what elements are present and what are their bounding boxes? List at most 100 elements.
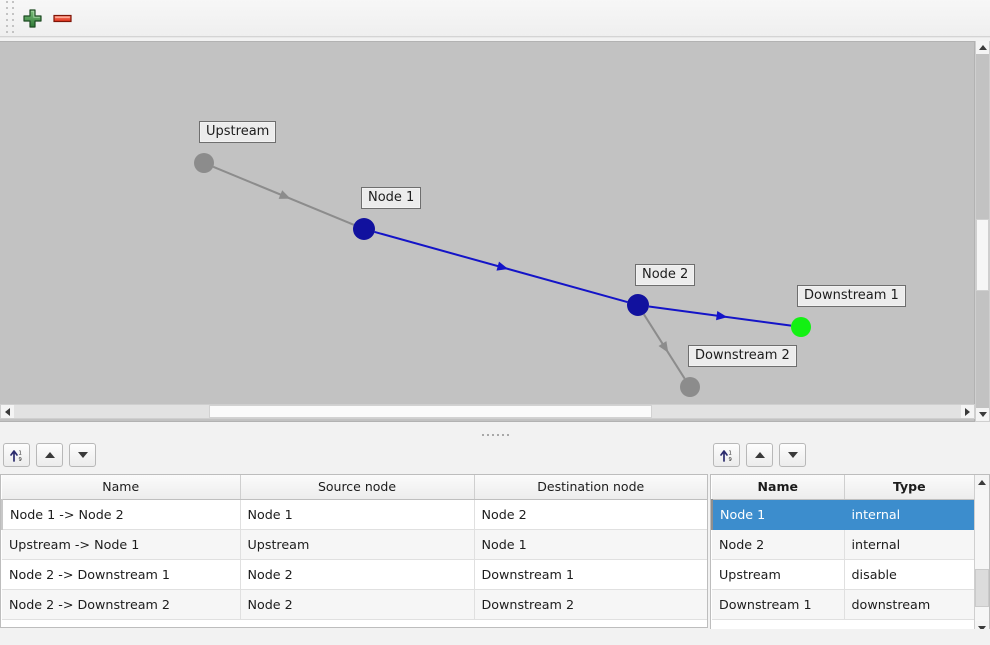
- edges-panel-toolbar: 1 9: [0, 440, 708, 470]
- canvas-hscroll-thumb[interactable]: [209, 405, 652, 418]
- nodes-scroll-up-button[interactable]: [975, 475, 989, 489]
- graph-node-node1[interactable]: [353, 218, 375, 240]
- canvas-hscroll-track[interactable]: [14, 405, 961, 418]
- nodes-move-down-button[interactable]: [779, 443, 806, 467]
- nodes-move-up-button[interactable]: [746, 443, 773, 467]
- svg-text:1: 1: [729, 450, 732, 456]
- sort-ascending-icon: 1 9: [10, 449, 22, 463]
- canvas-vertical-scrollbar[interactable]: [975, 41, 990, 422]
- canvas-vscroll-thumb[interactable]: [976, 219, 989, 291]
- nodes-cell-type: internal: [844, 499, 974, 530]
- edges-move-down-button[interactable]: [69, 443, 96, 467]
- nodes-vscroll-track[interactable]: [975, 489, 989, 621]
- add-button[interactable]: [17, 3, 47, 33]
- nodes-cell-type: disable: [844, 559, 974, 590]
- triangle-down-icon: [77, 452, 88, 458]
- nodes-panel: 1 9 Name Type: [710, 440, 990, 645]
- graph-node-node2[interactable]: [627, 294, 649, 316]
- nodes-cell-type: internal: [844, 529, 974, 560]
- edges-cell-source: Node 2: [240, 589, 475, 620]
- graph-node-upstream[interactable]: [194, 153, 214, 173]
- edges-cell-destination: Node 1: [474, 529, 707, 560]
- nodes-panel-status-strip: [710, 629, 990, 645]
- graph-edge-arrowhead-node2-downstream1: [716, 311, 728, 321]
- nodes-column-header-name[interactable]: Name: [712, 475, 845, 500]
- edges-cell-destination: Downstream 2: [474, 589, 707, 620]
- triangle-right-icon: [965, 407, 970, 416]
- plus-icon: [22, 8, 42, 28]
- graph-node-label-upstream[interactable]: Upstream: [199, 121, 277, 143]
- graph-node-label-node2[interactable]: Node 2: [635, 264, 696, 286]
- edges-table-container: Name Source node Destination node Node 1…: [0, 474, 708, 628]
- triangle-down-icon: [978, 625, 986, 631]
- main-toolbar: [0, 0, 990, 37]
- nodes-table-header-row: Name Type: [712, 475, 974, 500]
- graph-node-layer: [194, 153, 811, 397]
- edges-column-header-destination[interactable]: Destination node: [474, 475, 707, 500]
- graph-node-label-downstream1[interactable]: Downstream 1: [797, 285, 906, 307]
- toolbar-drag-handle[interactable]: [3, 1, 17, 33]
- triangle-up-icon: [978, 45, 987, 50]
- edges-cell-destination: Node 2: [474, 499, 707, 530]
- canvas-scroll-left-button[interactable]: [1, 405, 14, 418]
- triangle-left-icon: [5, 407, 10, 416]
- graph-node-downstream2[interactable]: [680, 377, 700, 397]
- sort-ascending-icon: 1 9: [720, 449, 732, 463]
- svg-text:9: 9: [19, 457, 22, 463]
- edges-cell-name: Upstream -> Node 1: [2, 529, 241, 560]
- edges-cell-name: Node 2 -> Downstream 2: [2, 589, 241, 620]
- canvas-vscroll-track[interactable]: [976, 54, 989, 408]
- graph-node-downstream1[interactable]: [791, 317, 811, 337]
- edges-table: Name Source node Destination node Node 1…: [1, 475, 707, 620]
- edges-cell-name: Node 2 -> Downstream 1: [2, 559, 241, 590]
- triangle-up-icon: [754, 452, 765, 458]
- triangle-up-icon: [978, 479, 986, 485]
- nodes-vscroll-thumb[interactable]: [975, 569, 989, 607]
- graph-svg: [194, 153, 811, 397]
- graph-node-label-downstream2[interactable]: Downstream 2: [688, 345, 797, 367]
- edges-move-up-button[interactable]: [36, 443, 63, 467]
- triangle-down-icon: [787, 452, 798, 458]
- triangle-down-icon: [978, 412, 987, 417]
- edges-column-header-name[interactable]: Name: [2, 475, 241, 500]
- nodes-sort-button[interactable]: 1 9: [713, 443, 740, 467]
- nodes-vertical-scrollbar[interactable]: [974, 475, 989, 635]
- nodes-cell-name: Downstream 1: [712, 589, 845, 620]
- horizontal-splitter[interactable]: [0, 426, 990, 440]
- edges-column-header-source[interactable]: Source node: [240, 475, 475, 500]
- graph-edge-arrowhead-node1-node2: [496, 261, 509, 271]
- svg-text:1: 1: [19, 450, 22, 456]
- canvas-scroll-down-button[interactable]: [976, 408, 989, 421]
- canvas-scroll-up-button[interactable]: [976, 41, 989, 54]
- remove-button[interactable]: [47, 3, 77, 33]
- edges-cell-name: Node 1 -> Node 2: [1, 499, 241, 530]
- canvas-scroll-right-button[interactable]: [961, 405, 974, 418]
- minus-icon: [52, 14, 72, 22]
- nodes-cell-type: downstream: [844, 589, 974, 620]
- splitter-grip: [481, 434, 509, 436]
- canvas-horizontal-scrollbar[interactable]: [0, 404, 975, 419]
- edges-panel: 1 9 Name Source node Destination node: [0, 440, 708, 645]
- edges-cell-destination: Downstream 1: [474, 559, 707, 590]
- edges-cell-source: Node 2: [240, 559, 475, 590]
- nodes-column-header-type[interactable]: Type: [844, 475, 974, 500]
- edges-cell-source: Upstream: [240, 529, 475, 560]
- edges-table-header-row: Name Source node Destination node: [2, 475, 707, 500]
- edges-sort-button[interactable]: 1 9: [3, 443, 30, 467]
- graph-node-label-node1[interactable]: Node 1: [361, 187, 422, 209]
- graph-edge-arrowhead-node2-downstream2: [658, 341, 669, 353]
- nodes-cell-name: Upstream: [712, 559, 845, 590]
